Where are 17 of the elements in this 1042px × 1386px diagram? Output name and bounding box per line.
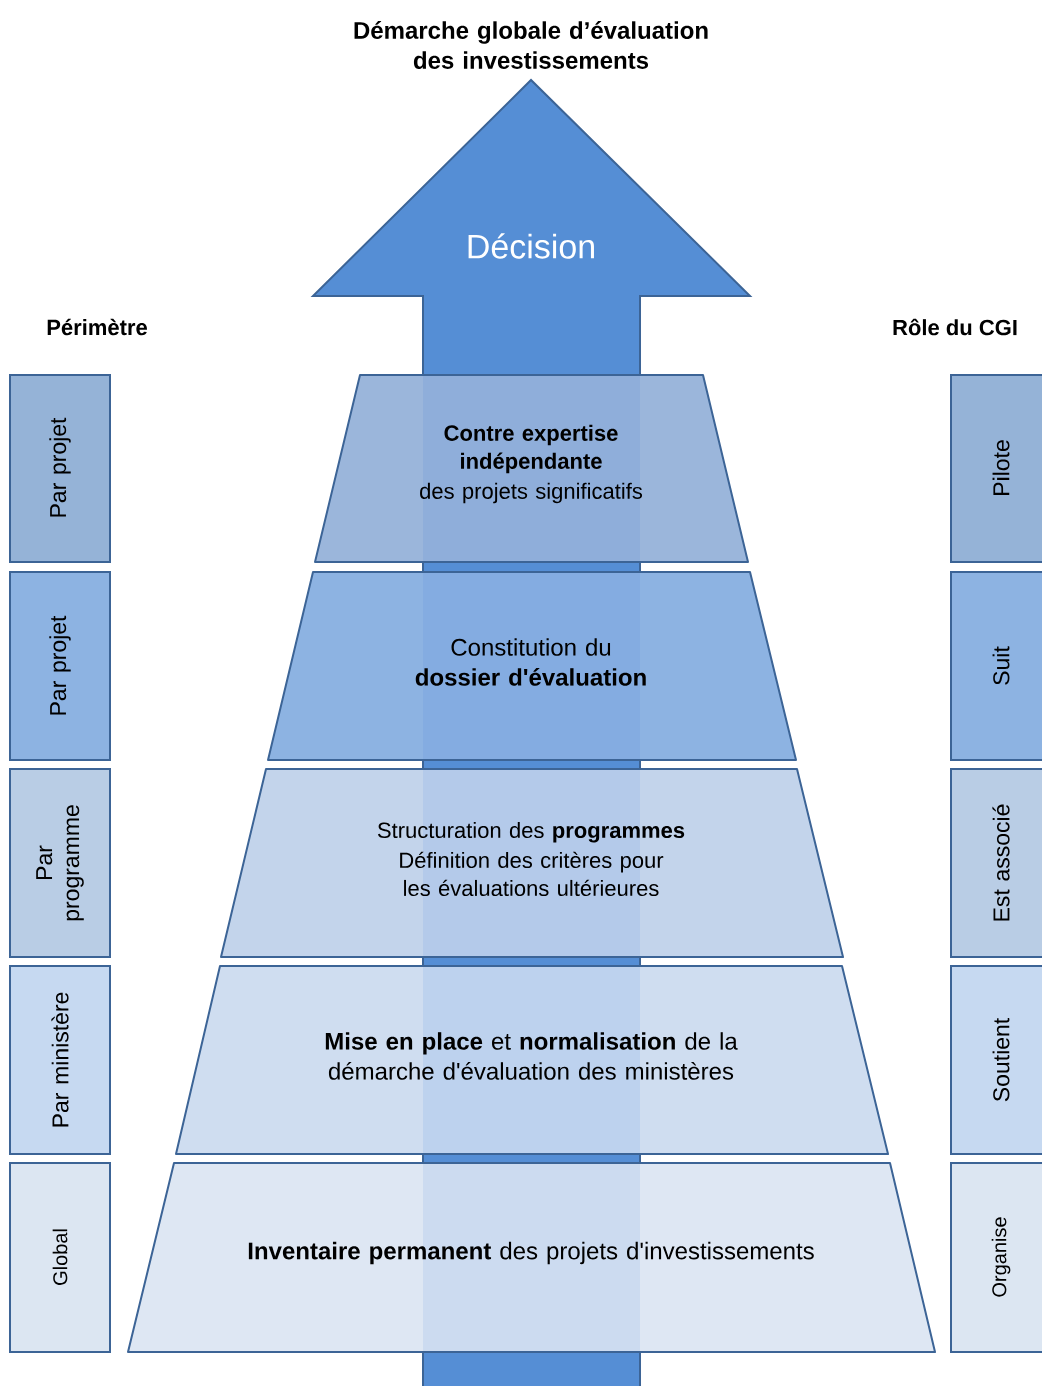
role-box: Est associé: [950, 768, 1042, 958]
role-box: Organise: [950, 1162, 1042, 1353]
role-box: Pilote: [950, 374, 1042, 563]
scope-box: Par projet: [9, 374, 111, 563]
scope-box: Par projet: [9, 571, 111, 761]
pyramid-tier: Structuration des programmes Définition des critères pour les évaluations ultérieures: [220, 768, 844, 958]
column-heading: Périmètre: [47, 318, 147, 336]
column-heading: Rôle du CGI: [893, 318, 1017, 336]
role-box: Suit: [950, 571, 1042, 761]
scope-box: Par programme: [9, 768, 111, 958]
pyramid-tier: Mise en place et normalisation de la démarche d'évaluation des ministères: [175, 965, 889, 1155]
scope-box: Par ministère: [9, 965, 111, 1155]
title: Démarche globale d’évaluation des investissements: [354, 21, 708, 69]
role-box: Soutient: [950, 965, 1042, 1155]
pyramid-tier: Constitution du dossier d'évaluation: [267, 571, 797, 761]
scope-box: Global: [9, 1162, 111, 1353]
pyramid-tier: Inventaire permanent des projets d'investissements: [127, 1162, 936, 1353]
